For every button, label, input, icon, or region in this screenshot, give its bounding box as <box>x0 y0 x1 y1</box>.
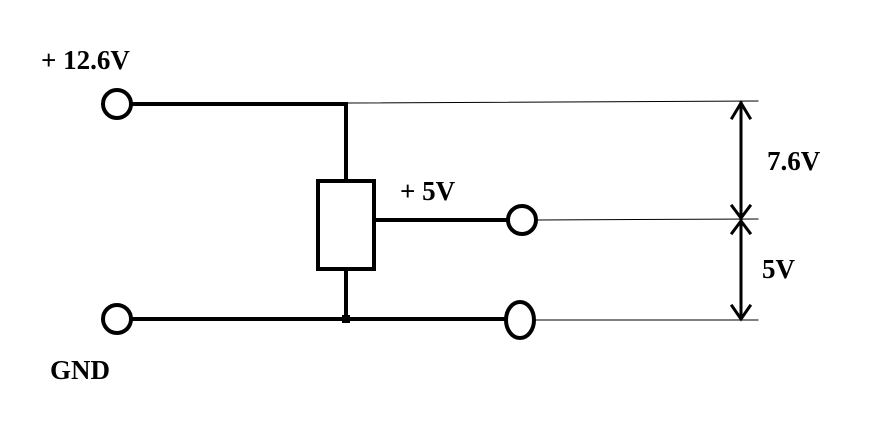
supply-terminal <box>101 88 133 120</box>
lower-arrowhead-top <box>729 218 753 236</box>
resistor-body <box>316 179 376 271</box>
ground-terminal-left <box>101 303 133 335</box>
output-voltage-label: + 5V <box>400 176 456 206</box>
ground-label: GND <box>50 355 110 385</box>
lower-drop-label: 5V <box>762 254 795 284</box>
lower-arrowhead-bottom <box>729 303 753 322</box>
ground-terminal-right <box>504 300 536 340</box>
top-reference-line <box>345 100 759 104</box>
middle-reference-line <box>535 218 759 221</box>
upper-arrowhead-bottom <box>729 203 753 221</box>
supply-voltage-label: + 12.6V <box>41 45 130 75</box>
upper-arrowhead-top <box>729 100 753 121</box>
output-terminal <box>506 204 538 236</box>
upper-drop-label: 7.6V <box>767 146 821 176</box>
